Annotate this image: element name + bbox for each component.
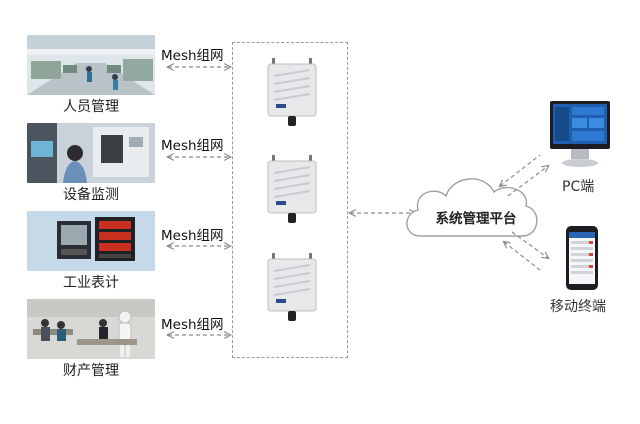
pc-label: PC端 [562,179,595,195]
arrow-cloud-pc-a [500,154,541,186]
mesh-label-4: Mesh组网 [161,317,224,333]
platform-label: 系统管理平台 [435,211,517,227]
mesh-label-1: Mesh组网 [161,48,224,64]
cloud-shape [406,178,538,237]
arrow-cloud-mobile-b [504,242,541,271]
label-meters: 工业表计 [63,275,119,291]
photo-equipment [27,123,155,183]
ap-group-box [232,42,348,358]
photo-meters [27,211,155,271]
photo-assets [27,299,155,359]
label-assets: 财产管理 [63,363,119,379]
wireless-ap-2 [262,153,322,229]
wireless-ap-3 [262,251,322,327]
mesh-label-2: Mesh组网 [161,138,224,154]
arrow-cloud-mobile-a [511,231,548,258]
mobile-label: 移动终端 [550,299,606,315]
label-equipment: 设备监测 [63,187,119,203]
mesh-label-3: Mesh组网 [161,228,224,244]
arrow-cloud-pc-b [507,166,548,197]
photo-personnel [27,35,155,95]
mobile-phone-icon [565,225,599,291]
pc-monitor-icon [549,100,611,170]
wireless-ap-1 [262,56,322,132]
label-personnel: 人员管理 [63,99,119,115]
